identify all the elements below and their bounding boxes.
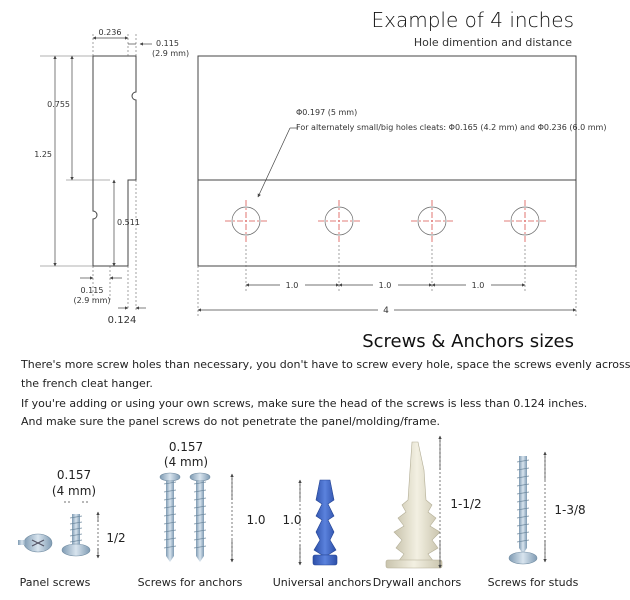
drywall-anchor-icon [385,441,443,569]
product-label-universal-anchors: Universal anchors [272,576,372,589]
panel-screws-icon [18,514,91,557]
hole-1 [225,200,267,242]
hole-spacing-3: 1.0 [472,281,485,290]
page-title: Example of 4 inches [371,8,574,32]
panel-screw-length: 1/2 [106,531,125,545]
hole-3 [411,200,453,242]
dim-lower-height: 0.511 [117,218,140,227]
product-label-screws-for-studs: Screws for studs [487,576,579,589]
section-title: Screws & Anchors sizes [362,331,574,352]
dim-total-height: 1.25 [34,150,52,159]
stud-screw-length: 1-3/8 [554,503,585,517]
hole-4 [504,200,546,242]
product-label-screws-for-anchors: Screws for anchors [137,576,243,589]
mounting-holes [225,200,546,242]
dim-lip-thickness-mm: (2.9 mm) [152,49,189,58]
page-subtitle: Hole dimention and distance [413,36,572,49]
technical-drawing: 0.236 0.115 (2.9 mm) 0.755 1.25 0.511 0.… [34,28,606,326]
dim-top-width: 0.236 [99,28,122,37]
paragraph-line-3: If you're adding or using your own screw… [21,397,588,410]
universal-anchor-icon [312,479,338,566]
drywall-anchor-length: 1-1/2 [450,497,481,511]
cleat-profile-outline [92,55,137,267]
screws-for-studs-icon [508,456,538,565]
alternate-holes-note: For alternately small/big holes cleats: … [296,123,606,132]
total-length: 4 [383,306,389,316]
paragraph-line-1: There's more screw holes than necessary,… [21,358,630,371]
paragraph-line-2: the french cleat hanger. [21,377,153,390]
dim-lip-thickness: 0.115 [156,39,179,48]
anchor-screw-head-size-mm: (4 mm) [164,455,208,469]
anchor-screw-head-size: 0.157 [169,440,203,454]
hole-spacing-2: 1.0 [379,281,392,290]
universal-anchor-length: 1.0 [282,513,301,527]
anchor-screw-length: 1.0 [246,513,265,527]
dim-upper-height: 0.755 [47,100,70,109]
dim-bottom-thickness-mm: (2.9 mm) [73,296,110,305]
product-label-drywall-anchors: Drywall anchors [372,576,462,589]
dim-bottom-width: 0.124 [108,315,137,326]
hole-spacing-1: 1.0 [286,281,299,290]
panel-screw-head-size: 0.157 [57,468,91,482]
cleat-front-view [197,55,577,267]
hole-diameter-label: Φ0.197 (5 mm) [296,108,357,117]
dim-bottom-thickness: 0.115 [81,286,104,295]
hole-2 [318,200,360,242]
product-label-panel-screws: Panel screws [19,576,91,589]
paragraph-line-4: And make sure the panel screws do not pe… [21,415,440,428]
screws-for-anchors-icon [159,472,211,562]
panel-screw-head-size-mm: (4 mm) [52,484,96,498]
products-illustration: 0.157 (4 mm) 1/2 0.157 (4 mm) 1.0 [18,435,586,569]
